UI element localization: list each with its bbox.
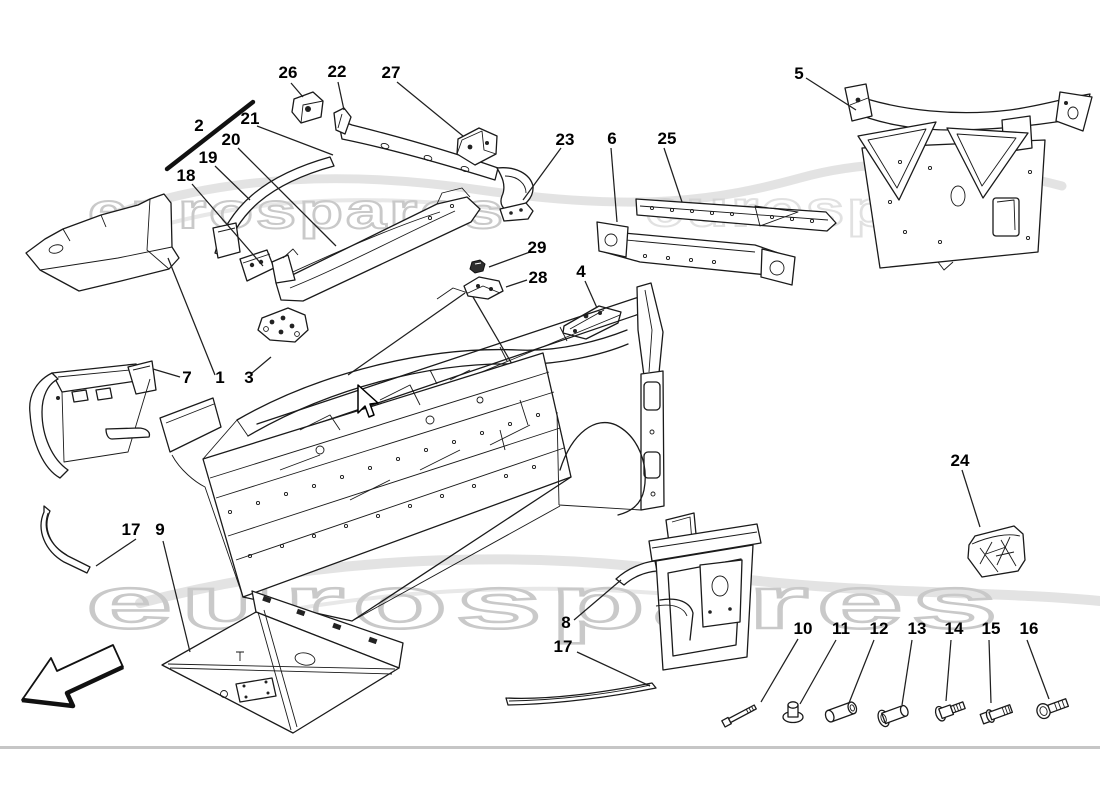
callout-12: 12	[870, 619, 889, 638]
part-17-left-illustration	[40, 505, 91, 574]
part-3-illustration	[257, 307, 309, 343]
callout-15: 15	[982, 619, 1001, 638]
part-18-illustration	[239, 249, 275, 282]
part-28-location-line-left	[347, 292, 466, 376]
callout-8: 8	[561, 613, 570, 632]
part-17-bottom-illustration	[505, 682, 657, 706]
part-5-illustration	[844, 83, 1093, 271]
callout-7: 7	[182, 368, 191, 387]
callout-9: 9	[155, 520, 164, 539]
part-2-illustration	[164, 99, 256, 172]
leader-lines	[95, 77, 1050, 706]
part-4-illustration	[562, 305, 622, 340]
fastener-16-illustration	[1036, 698, 1070, 720]
callout-6: 6	[607, 129, 616, 148]
callout-16: 16	[1020, 619, 1039, 638]
callout-1: 1	[215, 368, 224, 387]
callout-11: 11	[832, 619, 850, 638]
part-26-illustration	[291, 91, 324, 124]
callout-20: 20	[222, 130, 241, 149]
part-20-illustration	[271, 187, 481, 302]
callout-13: 13	[908, 619, 927, 638]
direction-arrow-icon	[21, 644, 124, 709]
callout-10: 10	[794, 619, 813, 638]
callout-22: 22	[328, 62, 347, 81]
callout-3: 3	[244, 368, 253, 387]
part-27-illustration	[456, 127, 498, 166]
part-22-illustration	[333, 107, 352, 135]
callout-18: 18	[177, 166, 196, 185]
fastener-11-illustration	[782, 701, 804, 724]
callout-2: 2	[194, 116, 203, 135]
callout-19: 19	[199, 148, 218, 167]
part-28-illustration	[436, 276, 504, 300]
part-6-illustration	[596, 221, 796, 286]
callout-21: 21	[241, 109, 260, 128]
callout-27: 27	[382, 63, 401, 82]
callout-17-left: 17	[122, 520, 141, 539]
fastener-10-illustration	[721, 704, 757, 728]
callout-25: 25	[658, 129, 677, 148]
part-29-illustration	[469, 259, 486, 274]
part-23-illustration	[499, 202, 534, 222]
callout-24: 24	[951, 451, 970, 470]
mouse-cursor-icon	[357, 384, 379, 418]
part-24-illustration	[967, 525, 1026, 578]
callout-14: 14	[945, 619, 964, 638]
fastener-15-illustration	[979, 704, 1014, 725]
callout-17-bottom: 17	[554, 637, 573, 656]
callout-26: 26	[279, 63, 298, 82]
swoosh-bottom-echo	[238, 586, 722, 621]
callout-4: 4	[576, 262, 586, 281]
callout-28: 28	[529, 268, 548, 287]
part-9-illustration	[161, 590, 404, 734]
part-8-illustration	[615, 512, 762, 671]
fastener-12-illustration	[824, 701, 858, 723]
fastener-13-illustration	[877, 704, 909, 728]
part-7-illustration	[29, 360, 157, 479]
part-25-illustration	[635, 198, 837, 232]
chassis-rivet-dots	[227, 412, 541, 559]
callout-29: 29	[528, 238, 547, 257]
callout-labels: 2 18 19 20 21 26 22 27 23 6 25 5 29 28 4…	[122, 62, 1039, 656]
callout-23: 23	[556, 130, 575, 149]
part-1-illustration	[25, 193, 180, 292]
fastener-14-illustration	[934, 701, 966, 722]
page-divider	[0, 746, 1100, 749]
main-chassis-illustration	[159, 282, 665, 622]
callout-5: 5	[794, 64, 803, 83]
